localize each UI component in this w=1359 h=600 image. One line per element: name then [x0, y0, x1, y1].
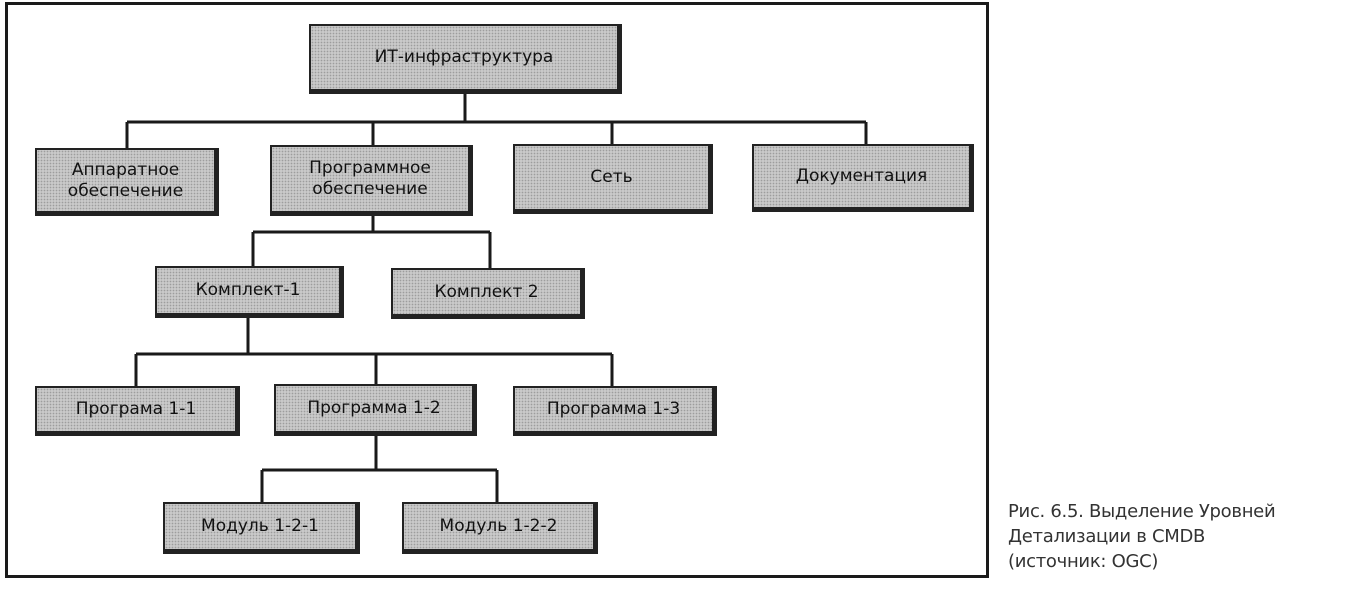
node-program-1-3: Программа 1-3 — [513, 386, 717, 436]
node-it-infrastructure: ИТ-инфраструктура — [309, 24, 622, 94]
node-program-1-2: Программа 1-2 — [274, 384, 477, 436]
node-set-1: Комплект-1 — [155, 266, 344, 318]
caption-line-1: Рис. 6.5. Выделение Уровней — [1008, 501, 1276, 522]
node-module-1-2-2: Модуль 1-2-2 — [402, 502, 598, 554]
caption-line-3: (источник: OGC) — [1008, 551, 1159, 572]
caption-line-2: Детализации в CMDB — [1008, 526, 1206, 547]
node-set-2: Комплект 2 — [391, 268, 585, 319]
node-program-1-1: Програма 1-1 — [35, 386, 240, 436]
node-module-1-2-1: Модуль 1-2-1 — [163, 502, 360, 554]
node-hardware: Аппаратное обеспечение — [35, 148, 219, 216]
figure-caption: Рис. 6.5. Выделение Уровней Детализации … — [1008, 499, 1353, 574]
node-documentation: Документация — [752, 144, 974, 212]
node-network: Сеть — [513, 144, 713, 214]
node-software: Программное обеспечение — [270, 145, 473, 216]
